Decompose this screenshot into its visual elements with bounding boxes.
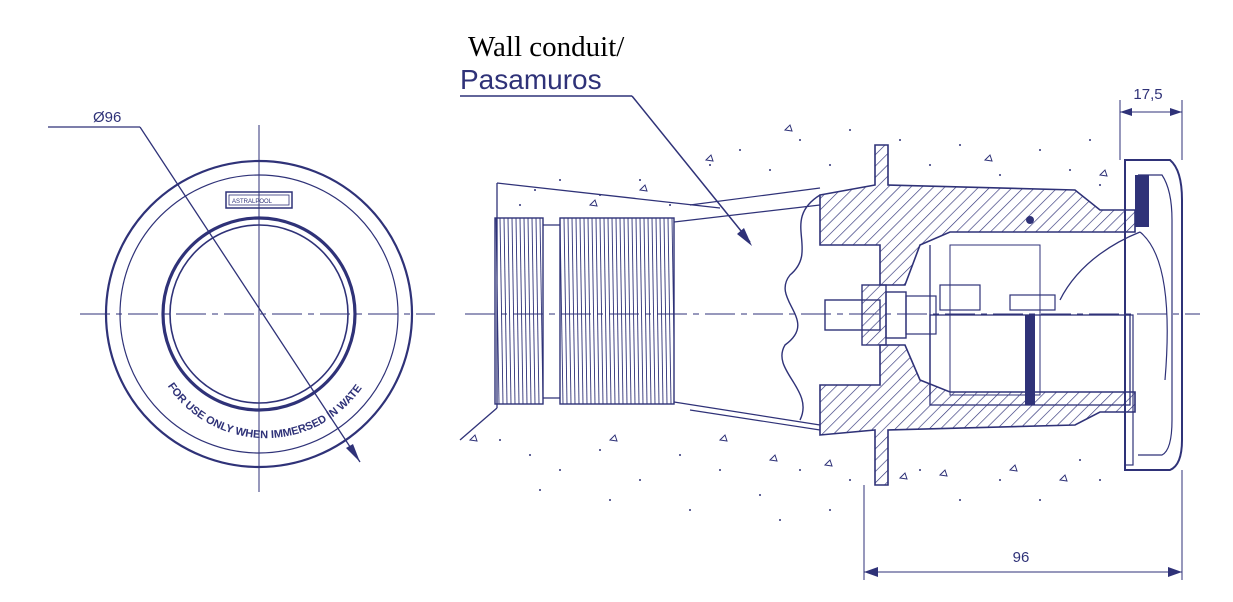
brand-badge-icon xyxy=(225,191,293,209)
ring-warning-text: FOR USE ONLY WHEN IMMERSED IN WATER xyxy=(0,0,365,441)
outer-rim-circle xyxy=(104,159,414,469)
concrete-aggregate-marks xyxy=(468,124,1108,482)
flange-dimension: 17,5 xyxy=(1119,86,1183,160)
brand-badge-inner xyxy=(228,194,290,206)
diameter-arrow-icon xyxy=(346,444,360,462)
inner-rim-circle xyxy=(119,174,399,454)
diameter-dimension-line xyxy=(139,126,361,463)
brand-badge-text: ASTRALPOOL xyxy=(232,199,273,205)
depth-dimension: 96 xyxy=(863,470,1183,580)
section-view: 17,5 96 xyxy=(459,86,1200,580)
flange-dim-label: 17,5 xyxy=(1133,86,1162,103)
front-view: ASTRALPOOL Ø96 FOR USE ONLY WHEN IMMERSE… xyxy=(0,0,435,492)
callout-title-line1: Wall conduit/ xyxy=(468,31,625,63)
threaded-conduit xyxy=(459,182,821,441)
depth-dim-label: 96 xyxy=(1013,549,1030,566)
callout-title-line2: Pasamuros xyxy=(460,64,602,95)
callout-leader-line xyxy=(631,95,751,243)
lens-outer-circle xyxy=(161,216,357,412)
concrete-speckle-pattern xyxy=(499,129,1101,521)
diameter-label: Ø96 xyxy=(93,109,121,126)
callout-arrow-icon xyxy=(737,228,752,246)
lamp-internals xyxy=(824,231,1141,406)
wall-conduit-callout: Wall conduit/ Pasamuros xyxy=(460,31,752,246)
lens-cap xyxy=(1124,159,1183,471)
lens-inner-circle xyxy=(169,224,349,404)
